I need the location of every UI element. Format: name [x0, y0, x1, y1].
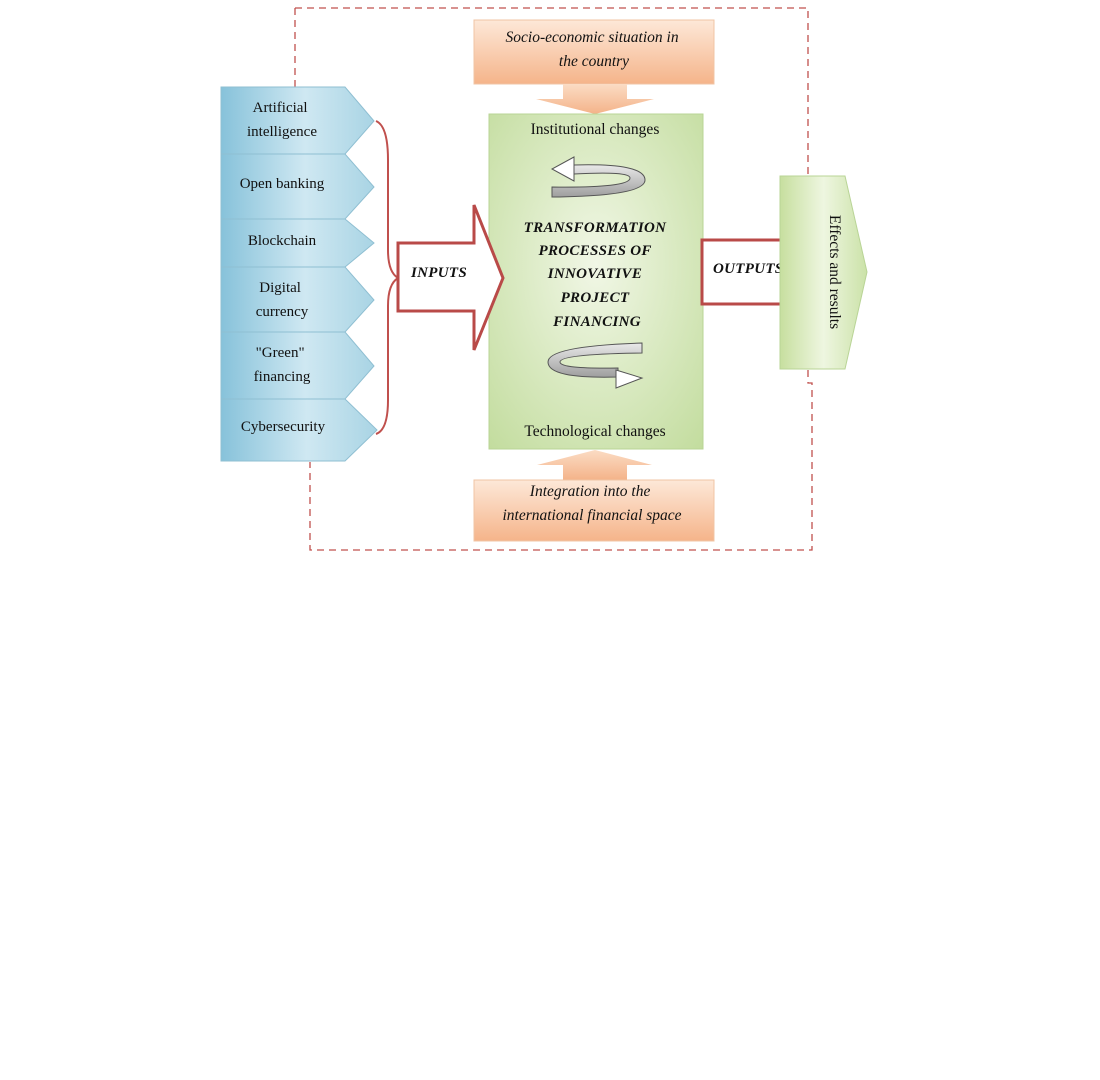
result-box	[779, 175, 868, 370]
inputs-list: Artificial intelligence Open banking Blo…	[220, 86, 378, 462]
input-item-blockchain	[220, 218, 375, 268]
input-item-artificial-intelligence	[220, 86, 375, 155]
input-label-line: financing	[254, 369, 311, 385]
center-title-line: TRANSFORMATION	[524, 220, 667, 236]
center-title-line: FINANCING	[552, 314, 641, 330]
center-top-label: Institutional changes	[531, 121, 660, 138]
cycle-arrow-bottom-icon	[547, 342, 644, 389]
top-factor-text: Socio-economic situation in the country	[506, 29, 683, 70]
system-boundary	[294, 7, 813, 551]
input-label-line: currency	[256, 304, 309, 320]
result-label: Effects and results	[826, 215, 843, 329]
bottom-factor-line: international financial space	[502, 507, 681, 524]
bottom-factor-arrow	[537, 450, 652, 480]
center-title-line: PROCESSES OF	[538, 243, 651, 259]
input-item-digital-currency	[220, 266, 375, 333]
center-title-line: PROJECT	[561, 290, 630, 306]
cycle-arrow-top-icon	[550, 156, 646, 198]
center-title-line: INNOVATIVE	[547, 266, 642, 282]
input-label-open-banking: Open banking	[240, 176, 325, 192]
input-item-green-financing	[220, 331, 375, 400]
inputs-arrow	[396, 204, 505, 351]
outputs-arrow-label: OUTPUTS	[713, 261, 783, 277]
top-factor-line: the country	[559, 53, 629, 70]
input-label-line: intelligence	[247, 124, 317, 140]
bottom-factor-line: Integration into the	[529, 483, 651, 500]
input-label-green-financing: "Green" financing	[254, 345, 311, 385]
top-factor-arrow	[536, 84, 654, 114]
input-label-line: Digital	[259, 280, 301, 296]
input-label-cybersecurity: Cybersecurity	[241, 419, 326, 435]
top-factor-line: Socio-economic situation in	[506, 29, 679, 46]
inputs-brace	[375, 120, 400, 435]
center-title: TRANSFORMATION PROCESSES OF INNOVATIVE P…	[524, 220, 671, 330]
input-item-open-banking	[220, 153, 375, 220]
input-label-line: "Green"	[256, 345, 305, 361]
input-label-blockchain: Blockchain	[248, 233, 317, 249]
input-label-artificial-intelligence: Artificial intelligence	[247, 100, 317, 140]
input-label-digital-currency: Digital currency	[256, 280, 309, 320]
bottom-factor-box	[473, 479, 715, 542]
bottom-factor-text: Integration into the international finan…	[502, 483, 681, 524]
input-label-line: Artificial	[253, 100, 308, 116]
inputs-arrow-label: INPUTS	[410, 265, 467, 281]
center-bottom-label: Technological changes	[524, 423, 665, 440]
input-item-cybersecurity	[220, 398, 378, 462]
